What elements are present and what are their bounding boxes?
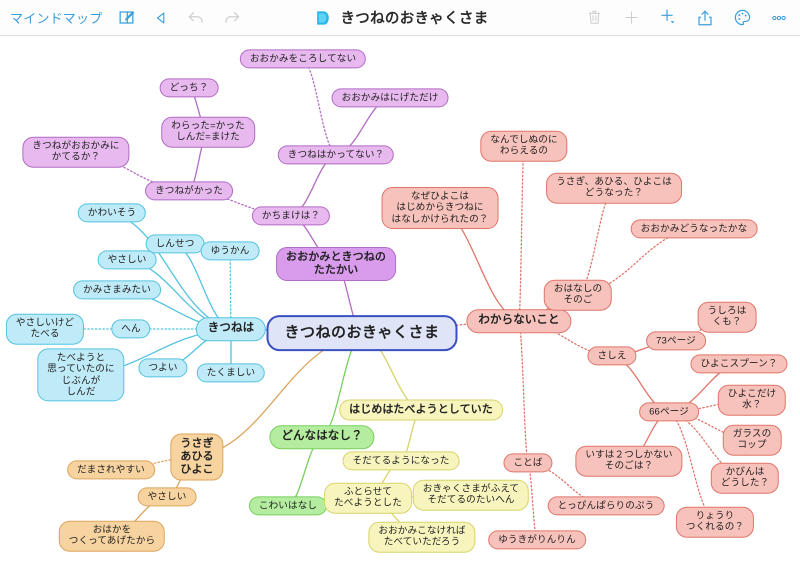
mindmap-node[interactable]: しんせつ [145,234,205,254]
mindmap-edge [518,320,529,464]
mindmap-node[interactable]: うしろは くも？ [697,301,757,333]
mindmap-node[interactable]: きつねは [195,317,267,341]
mindmap-edge [302,58,337,156]
redo-icon [220,7,242,29]
mindmap-edge [527,462,538,541]
mindmap-edge [111,212,232,330]
mindmap-node[interactable]: ゆうきがりんりん [488,530,586,550]
mindmap-node[interactable]: たくましい [196,363,266,383]
mindmap-node[interactable]: きつねはかってない？ [277,145,395,165]
mindmap-node[interactable]: ふとらせて たべようとした [324,482,412,514]
mindmap-node[interactable]: おはなしの そのご [543,279,613,311]
mindmap-edge [668,399,753,413]
plus-icon [620,7,642,29]
undo-icon [185,7,207,29]
trash-icon [583,7,605,29]
compose-icon[interactable] [115,7,137,29]
mindmap-node[interactable]: かみさまみたい [73,280,161,300]
mindmap-node[interactable]: どっち？ [159,78,219,98]
mindmap-node[interactable]: ひよこだけ 水？ [717,384,787,416]
mindmap-node[interactable]: さしえ [587,346,637,366]
mindmap-node[interactable]: ゆうかん [200,241,260,261]
mindmap-node[interactable]: おおかみはにげただけ [331,88,449,108]
mindmap-node[interactable]: いすは２つしかない そのごは？ [575,445,683,477]
mindmap-node[interactable]: わからないこと [466,309,572,333]
app-name-label[interactable]: マインドマップ [10,11,103,26]
mindmap-root-node[interactable]: きつねのおきゃくさま [266,315,458,351]
mindmap-node[interactable]: やさしいけど たべる [5,313,85,345]
mindmap-node[interactable]: かちまけは？ [251,206,331,226]
mindmap-node[interactable]: こわいはなし [248,496,328,516]
mindmap-node[interactable]: おおかみときつねの たたかい [276,247,396,281]
mindmap-node[interactable]: おおかみこなければ たべていただろう [368,521,476,553]
app-toolbar: マインドマップ きつね [0,0,800,36]
mindmap-node[interactable]: ガラスの コップ [722,424,782,456]
mindmap-node[interactable]: なぜひよこは はじめからきつねに はなしかけられたの？ [381,187,499,229]
document-title-group: きつねのおきゃくさま [0,7,800,29]
mindmap-node[interactable]: 73ページ [646,331,706,351]
mindmap-edge [518,145,525,322]
mindmap-node[interactable]: ひよこスプーン？ [690,354,788,374]
mindmap-node[interactable]: おおかみをころしてない [239,49,367,69]
mindmap-node[interactable]: おきゃくさまがふえて そだてるのたいへん [412,479,530,511]
mindmap-node[interactable]: そだてるようになった [342,451,460,471]
add-node-dropdown-icon[interactable] [657,7,679,29]
back-triangle-icon[interactable] [150,7,172,29]
toolbar-right-group [583,7,790,29]
mindmap-node[interactable]: はじめはたべようとしていた [339,399,503,421]
mindmap-node[interactable]: だまされやすい [67,460,155,480]
document-title[interactable]: きつねのおきゃくさま [340,11,489,27]
mindmap-node[interactable]: とっぴんぱらりのぷう [547,496,665,516]
document-badge-icon [312,7,334,29]
mindmap-edge [668,411,753,441]
mindmap-node[interactable]: かびんは どうした？ [710,462,780,494]
mindmap-node[interactable]: 66ページ [639,402,699,422]
mindmap-node[interactable]: おおかみどうなったかな [630,219,758,239]
mindmap-node[interactable]: りょうり つくれるの？ [675,506,755,538]
mindmap-node[interactable]: かわいそう [77,203,147,223]
mindmap-node[interactable]: たべようと 思っていたのに じぶんが しんだ [37,348,125,402]
mindmap-node[interactable]: やさしい [97,250,157,270]
palette-icon[interactable] [731,7,753,29]
mindmap-canvas[interactable]: きつねのおきゃくさまきつねはかわいそうしんせつゆうかんやさしいかみさまみたいやさ… [0,36,800,584]
more-options-icon[interactable] [768,7,790,29]
mindmap-node[interactable]: つよい [138,358,188,378]
mindmap-node[interactable]: なんでしぬのに わらえるの [480,130,568,162]
mindmap-node[interactable]: きつねがおおかみに かてるか？ [22,136,130,168]
mindmap-node[interactable]: どんなはなし？ [269,425,375,449]
mindmap-node[interactable]: うさぎ、あひる、ひよこは どうなった？ [546,172,682,204]
share-icon[interactable] [694,7,716,29]
mindmap-node[interactable]: ことば [503,453,553,473]
mindmap-node[interactable]: わらった=かった しんだ=まけた [161,116,255,148]
mindmap-node[interactable]: うさぎ あひる ひよこ [170,433,224,481]
toolbar-left-group: マインドマップ [10,7,242,29]
mindmap-node[interactable]: きつねがかった [145,181,233,201]
mindmap-node[interactable]: おはかを つくってあげたから [58,520,166,552]
mindmap-node[interactable]: やさしい [137,487,197,507]
mindmap-node[interactable]: へん [111,319,151,339]
